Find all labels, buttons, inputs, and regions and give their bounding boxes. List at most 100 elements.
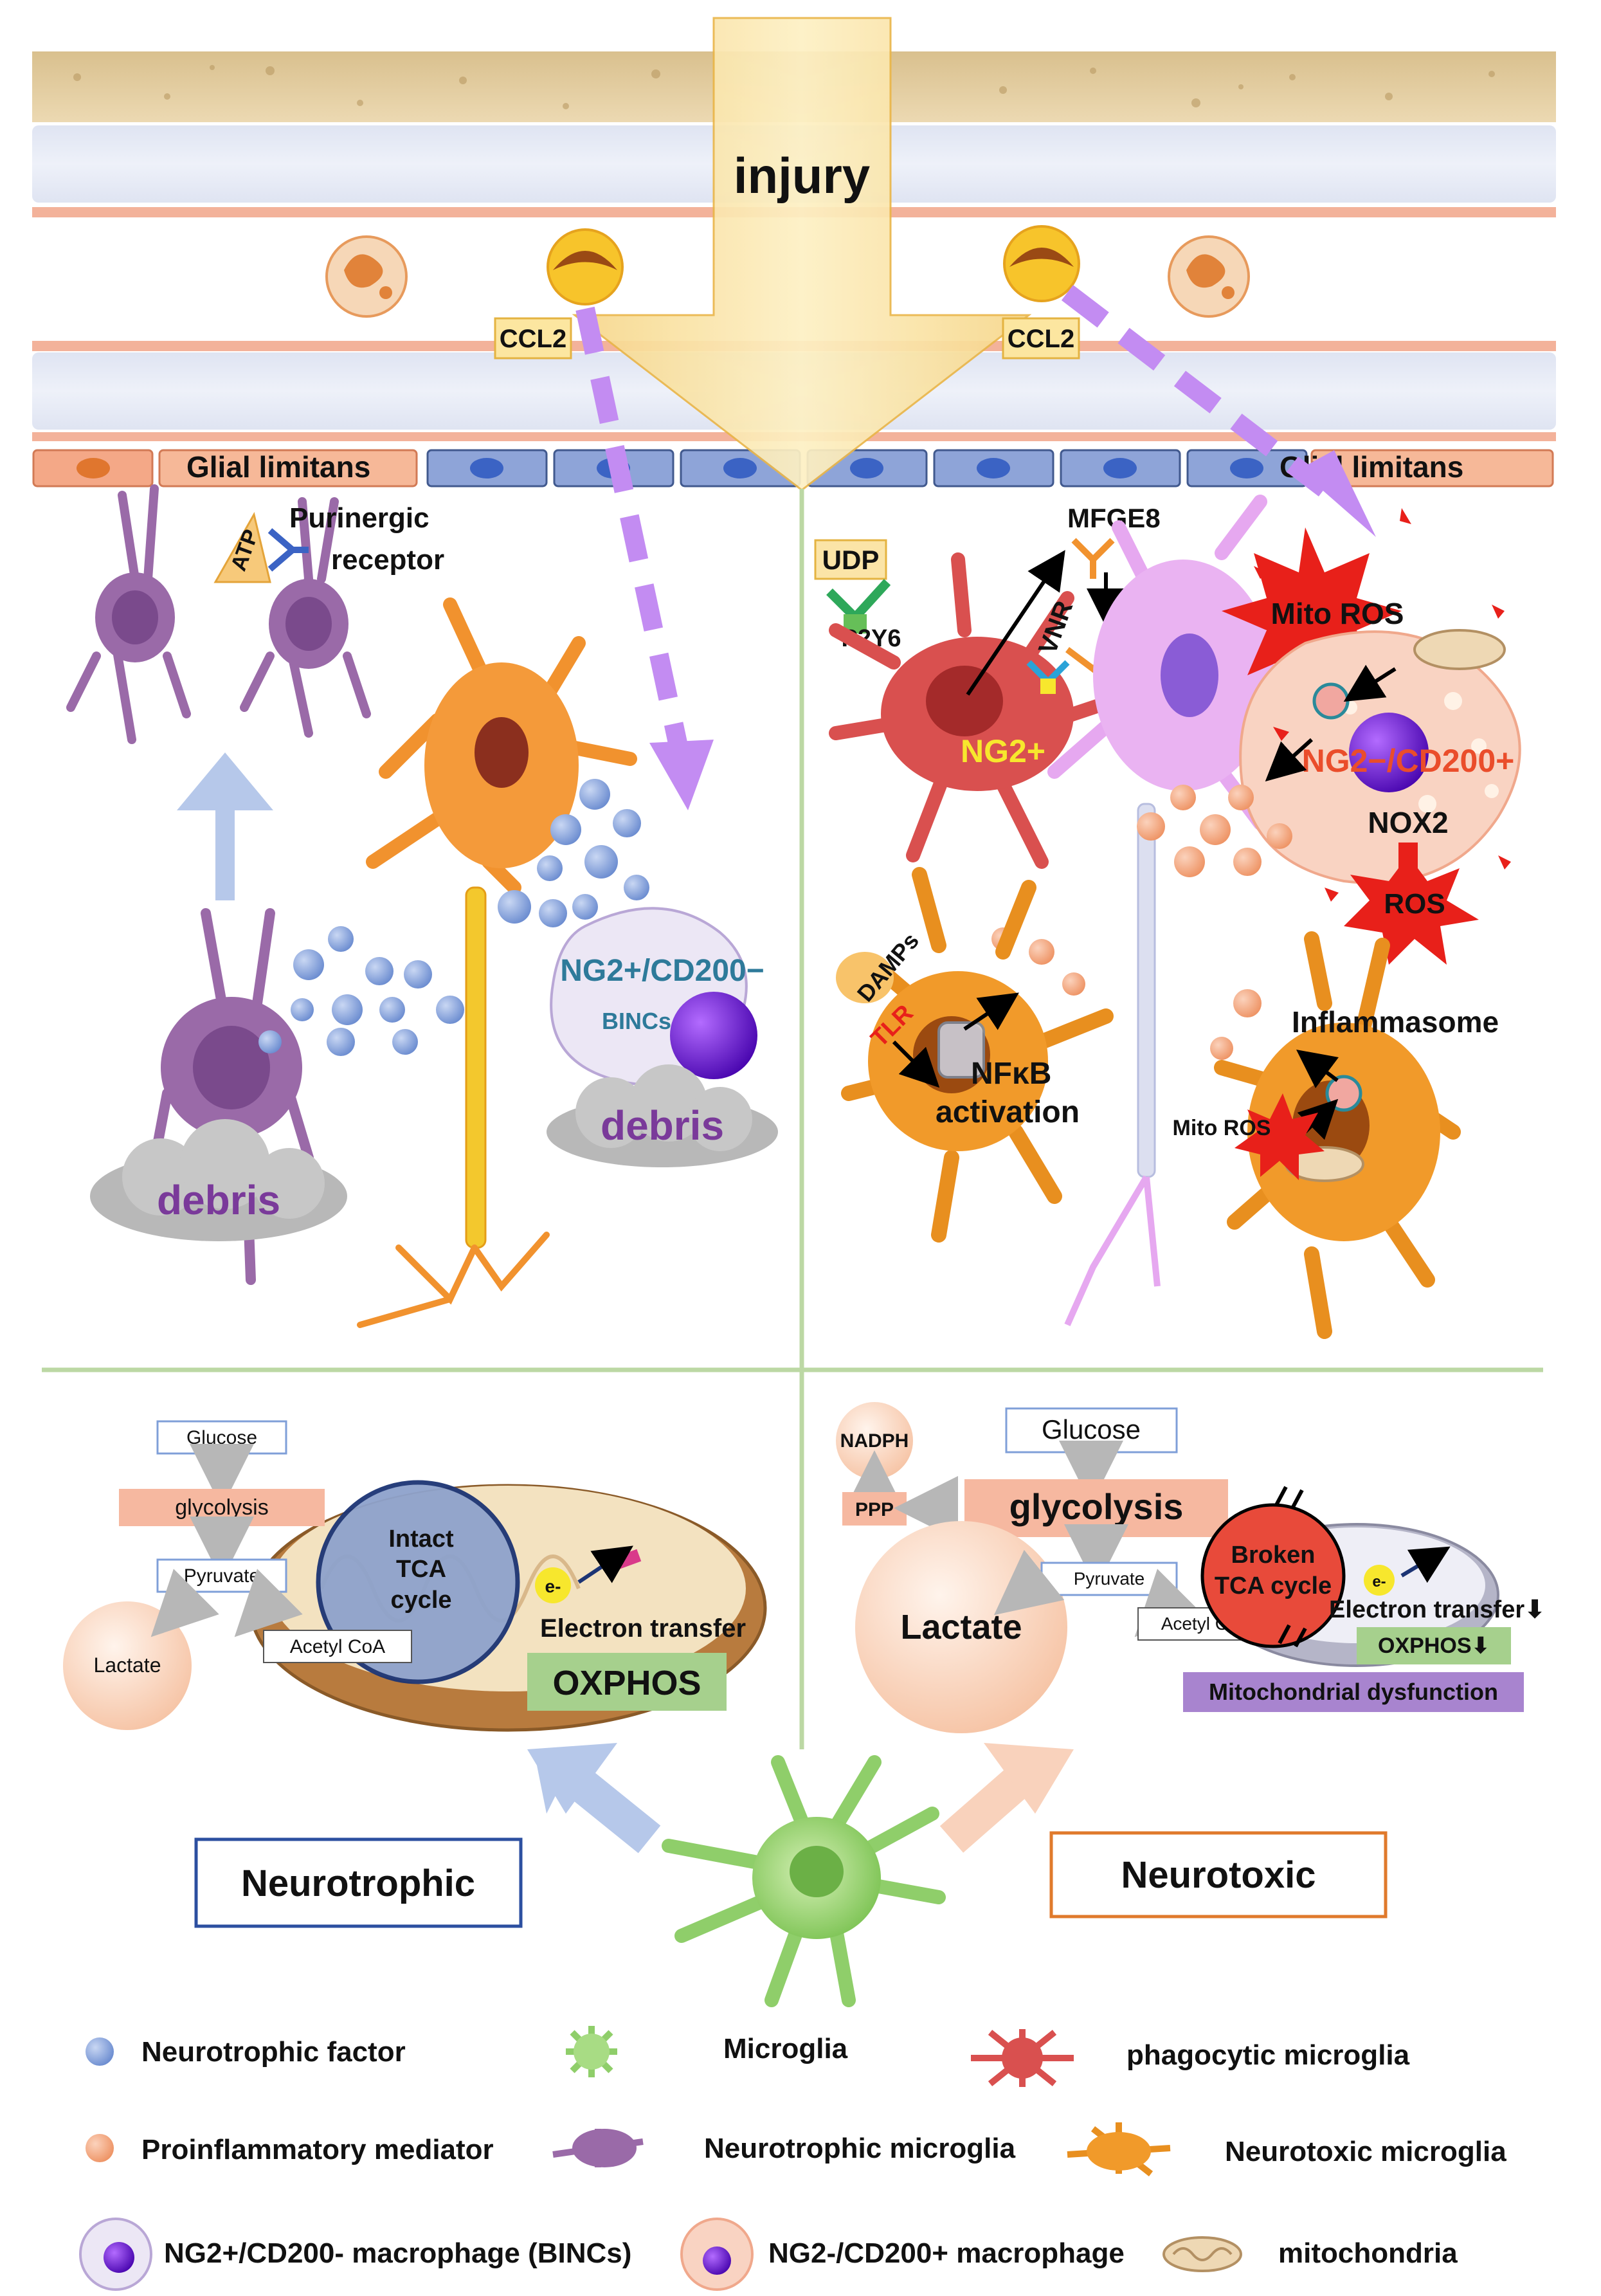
electron-right [1364, 1565, 1395, 1596]
binc-label: NG2+/CD200− [560, 954, 764, 988]
ppp-label: PPP [855, 1499, 894, 1520]
lactate-right-label: Lactate [900, 1608, 1022, 1646]
purinergic-label-1: Purinergic [289, 502, 430, 534]
legend-microglia-icon [566, 2026, 617, 2077]
neurotoxic-arrowhead [984, 1743, 1074, 1814]
ros-label: ROS [1384, 888, 1445, 920]
neurotrophic-label: Neurotrophic [241, 1863, 475, 1904]
debris-right-label: debris [601, 1102, 724, 1149]
damps-blob [836, 952, 894, 1003]
neurotrophic-factor-dots-left [258, 926, 464, 1056]
tca-right-line1: Broken [1231, 1542, 1316, 1569]
lactate-left-label: Lactate [94, 1654, 161, 1677]
phagocytic-microglia [829, 552, 1139, 869]
glial-limitans-row [32, 449, 1554, 487]
acetyl-coa-left-label: Acetyl CoA [290, 1636, 385, 1657]
tca-break-bottom [1278, 1624, 1307, 1648]
legend-ng2neg-icon [680, 2218, 754, 2291]
tca-left-line2: TCA [396, 1556, 446, 1583]
pyruvate-to-acetyl-arrow-left [234, 1569, 303, 1637]
nfkb-label-2: activation [936, 1095, 1080, 1129]
atp-triangle [213, 511, 271, 583]
nfkb-label-1: NFκB [971, 1057, 1051, 1091]
legend-phagocytic-microglia-icon [971, 2029, 1074, 2087]
legend-mitochondria-icon [1162, 2236, 1242, 2272]
electron-transfer-left-label: Electron transfer [540, 1614, 746, 1643]
debris-cloud-right [547, 1064, 778, 1167]
neurotrophic-arrowhead [527, 1743, 617, 1814]
legend: Neurotrophic factor Proinflammatory medi… [79, 2026, 1506, 2291]
injury-label: injury [734, 147, 870, 204]
oxphos-box-left [527, 1653, 727, 1711]
migration-arrow-right [1061, 285, 1331, 497]
electron-transfer-right-label: Electron transfer⬇ [1329, 1596, 1545, 1623]
red-sparks [1254, 508, 1511, 902]
legend-neurotoxic-microglia: Neurotoxic microglia [1225, 2136, 1506, 2167]
nadph-label: NADPH [840, 1430, 909, 1452]
glucose-right-label: Glucose [1042, 1414, 1141, 1444]
oxphos-left-label: OXPHOS [552, 1664, 701, 1702]
neuron-orange [357, 597, 637, 1328]
oxphos-right-label: OXPHOS⬇ [1378, 1634, 1490, 1658]
broken-tca-circle [1200, 1503, 1346, 1648]
pyruvate-right-label: Pyruvate [1074, 1569, 1145, 1589]
proinflammatory-dots [991, 785, 1292, 1060]
legend-neurotrophic-microglia: Neurotrophic microglia [704, 2133, 1016, 2164]
monocyte-right [1003, 225, 1080, 302]
nfkb-out-arrow [963, 992, 1019, 1031]
neurotoxic-label: Neurotoxic [1121, 1854, 1316, 1896]
inflammasome-up-arrow [1296, 1050, 1339, 1088]
neurotrophic-box [194, 1837, 523, 1928]
pyruvate-left-label: Pyruvate [184, 1565, 260, 1587]
electron-left [535, 1567, 571, 1603]
udp-label: UDP [822, 545, 880, 575]
oxphos-box-right [1357, 1627, 1511, 1664]
ccl2-tag-right [1002, 317, 1080, 360]
legend-phagocytic-microglia: phagocytic microglia [1126, 2039, 1410, 2071]
debris-cloud-left [90, 1119, 347, 1241]
purinergic-receptor-icon [267, 528, 309, 572]
injury-arrow [572, 17, 1032, 491]
debris-left-label: debris [157, 1177, 280, 1223]
inflammasome-label: Inflammasome [1292, 1005, 1499, 1039]
bone-texture [73, 65, 1495, 109]
legend-proinflammatory-icon [86, 2134, 114, 2162]
electron-left-label: e- [545, 1576, 561, 1596]
binc-sub-label: BINCs [602, 1008, 671, 1034]
neurotrophic-microglia-top-left [66, 484, 191, 744]
ccl2-right-label: CCL2 [1008, 325, 1074, 353]
tlr-arrow [892, 1040, 940, 1088]
neutrophil-right [1168, 235, 1250, 318]
mito-dysfunction-box [1183, 1672, 1524, 1712]
nox2-label: NOX2 [1368, 806, 1448, 839]
ng2-plus-label: NG2+ [961, 733, 1045, 769]
monocyte-left [547, 228, 624, 305]
legend-neurotrophic-factor: Neurotrophic factor [141, 2036, 406, 2068]
pyruvate-to-lactate-arrow-right [993, 1549, 1065, 1616]
neurotrophic-factor-dots-neuron [498, 779, 649, 944]
legend-microglia: Microglia [723, 2033, 848, 2064]
tca-break-top [1274, 1486, 1304, 1509]
legend-neurotrophic-microglia-icon [552, 2129, 644, 2167]
tca-left-line3: cycle [390, 1587, 451, 1614]
neurotrophic-microglia-top-right [240, 497, 371, 738]
purinergic-label-2: receptor [331, 544, 444, 576]
vnr-arrow [966, 550, 1065, 696]
legend-binc-macrophage: NG2+/CD200- macrophage (BINCs) [164, 2237, 631, 2269]
migration-arrowhead-right [1299, 450, 1376, 537]
mfge8-icon [1071, 538, 1115, 579]
ccl2-left-label: CCL2 [500, 325, 566, 353]
pyruvate-to-lactate-arrow-left [150, 1569, 219, 1637]
mito-dysfunction-label: Mitochondrial dysfunction [1209, 1679, 1498, 1705]
legend-proinflammatory: Proinflammatory mediator [141, 2134, 494, 2165]
glial-limitans-left-label: Glial limitans [186, 450, 370, 484]
electron-arrow-left [577, 1545, 633, 1584]
electron-arrow-right [1400, 1546, 1451, 1583]
legend-ng2neg-macrophage: NG2-/CD200+ macrophage [768, 2237, 1125, 2269]
mito-ros-top-label: Mito ROS [1271, 597, 1404, 630]
inflammasome-icon-bottom [1325, 1075, 1362, 1112]
legend-neurotoxic-microglia-icon [1067, 2122, 1171, 2176]
migration-arrow-left [575, 306, 688, 749]
